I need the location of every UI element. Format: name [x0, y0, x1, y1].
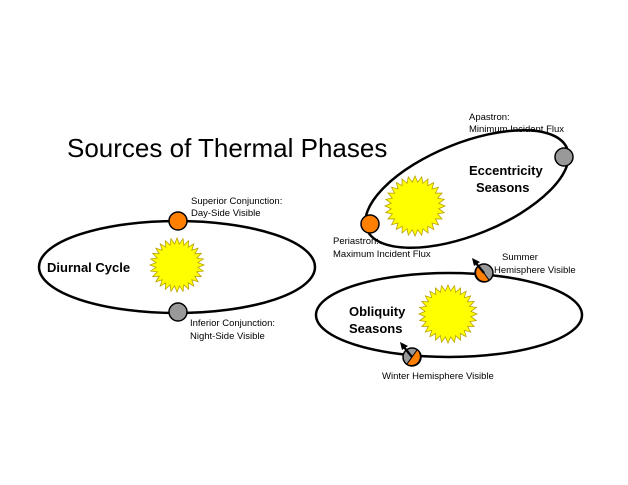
obliquity-sun-icon [417, 283, 479, 345]
inferior-conjunction-desc: Night-Side Visible [190, 331, 265, 342]
winter-label: Winter Hemisphere Visible [382, 371, 494, 382]
apastron-desc: Minimum Incident Flux [469, 124, 564, 135]
diurnal-cycle-group: Diurnal Cycle Superior Conjunction: Day-… [37, 196, 317, 342]
obliquity-group: Obliquity Seasons Summer Hemisphere Visi… [314, 252, 584, 382]
winter-axis-arrow-icon [400, 342, 408, 350]
summer-label: Summer [502, 252, 538, 263]
superior-conjunction-desc: Day-Side Visible [191, 208, 261, 219]
obliquity-orbit [314, 271, 584, 359]
eccentricity-label-line1: Eccentricity [469, 163, 543, 178]
diurnal-sun-icon [148, 236, 206, 294]
summer-axis-arrow-icon [472, 258, 480, 266]
diurnal-label: Diurnal Cycle [47, 260, 130, 275]
diurnal-superior-planet [168, 211, 188, 231]
apastron-label: Apastron: [469, 112, 510, 123]
obliquity-label-line1: Obliquity [349, 304, 406, 319]
diagram-title: Sources of Thermal Phases [67, 133, 387, 163]
summer-planet [472, 258, 494, 283]
inferior-conjunction-label: Inferior Conjunction: [190, 318, 275, 329]
periastron-desc: Maximum Incident Flux [333, 249, 431, 260]
eccentricity-label-line2: Seasons [476, 180, 529, 195]
obliquity-label-line2: Seasons [349, 321, 402, 336]
eccentricity-sun-icon [383, 174, 447, 238]
periastron-planet [360, 214, 380, 234]
apastron-planet [554, 147, 574, 167]
summer-desc: Hemisphere Visible [494, 265, 576, 276]
diurnal-inferior-planet [168, 302, 188, 322]
superior-conjunction-label: Superior Conjunction: [191, 196, 282, 207]
periastron-label: Periastron: [333, 236, 379, 247]
eccentricity-group: Eccentricity Seasons Apastron: Minimum I… [333, 112, 574, 260]
winter-planet [400, 342, 422, 367]
